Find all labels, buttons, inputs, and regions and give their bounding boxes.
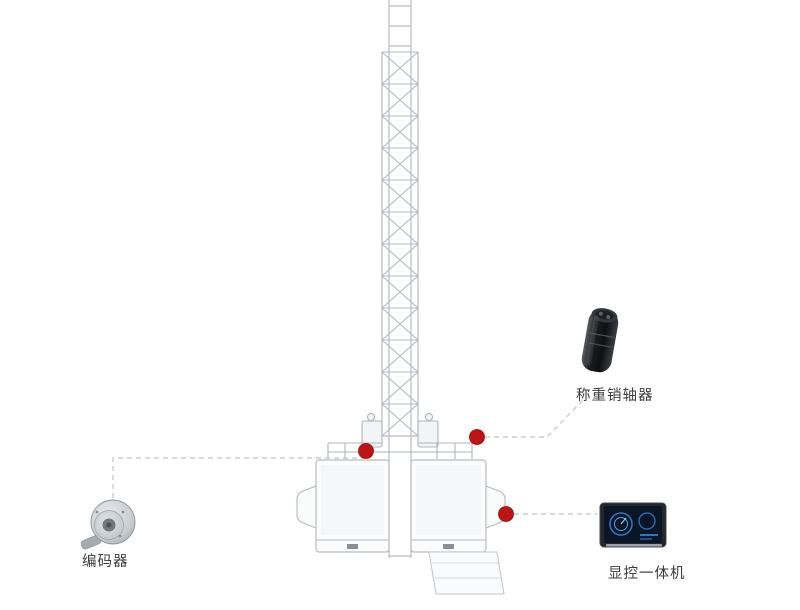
- marker-dots: [358, 429, 514, 522]
- display-terminal-label: 显控一体机: [608, 566, 686, 582]
- encoder-image: [80, 499, 136, 550]
- load-pin-image: [581, 308, 619, 373]
- encoder-label: 编码器: [82, 554, 129, 570]
- marker-dot-display: [498, 506, 514, 522]
- connector-load-pin: [485, 398, 585, 438]
- display-terminal-image: [599, 502, 667, 548]
- callout-connectors: [112, 398, 597, 515]
- left-cage: [296, 459, 390, 553]
- load-pin-label: 称重销轴器: [576, 388, 654, 404]
- right-cage: [410, 459, 506, 595]
- drive-units: [327, 412, 473, 459]
- marker-dot-load-pin: [469, 429, 485, 445]
- marker-dot-encoder: [358, 443, 374, 459]
- connector-encoder: [112, 457, 357, 498]
